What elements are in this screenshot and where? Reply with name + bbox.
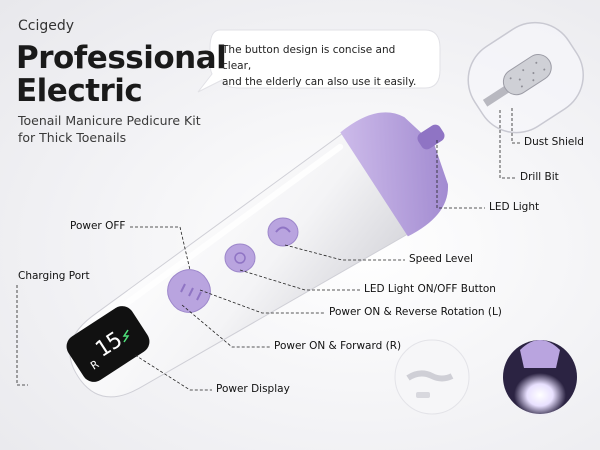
- label-power-on-reverse: Power ON & Reverse Rotation (L): [329, 306, 502, 318]
- label-led-button: LED Light ON/OFF Button: [364, 283, 496, 295]
- led-toggle-button[interactable]: [224, 243, 256, 273]
- label-power-off: Power OFF: [70, 220, 126, 232]
- label-drill-bit: Drill Bit: [520, 171, 559, 183]
- charging-bolt-icon: [122, 329, 130, 343]
- label-power-display: Power Display: [216, 383, 290, 395]
- power-display-screen: [66, 306, 150, 382]
- drill-bit: [482, 54, 552, 107]
- label-speed-level: Speed Level: [409, 253, 473, 265]
- headline-line1: Professional: [16, 40, 227, 76]
- brand-name: Ccigedy: [18, 18, 75, 34]
- headline: Professional Electric: [16, 40, 227, 109]
- bubble-line2: and the elderly can also use it easily.: [222, 76, 417, 88]
- bubble-line1: The button design is concise and clear,: [222, 44, 396, 72]
- bubble-text: The button design is concise and clear, …: [222, 42, 427, 90]
- subtitle: Toenail Manicure Pedicure Kit for Thick …: [18, 112, 201, 146]
- headline-line2: Electric: [16, 73, 143, 109]
- callout-lines: [16, 108, 520, 391]
- label-led-light: LED Light: [489, 201, 540, 213]
- speech-bubble: [197, 29, 441, 93]
- label-charging-port: Charging Port: [18, 270, 90, 282]
- power-rocker-button[interactable]: [160, 262, 218, 320]
- label-dust-shield: Dust Shield: [524, 136, 584, 148]
- speed-level-button[interactable]: [267, 217, 299, 247]
- subtitle-line2: for Thick Toenails: [18, 130, 127, 145]
- subtitle-line1: Toenail Manicure Pedicure Kit: [18, 113, 201, 128]
- led-light: [417, 124, 445, 150]
- label-power-on-forward: Power ON & Forward (R): [274, 340, 402, 352]
